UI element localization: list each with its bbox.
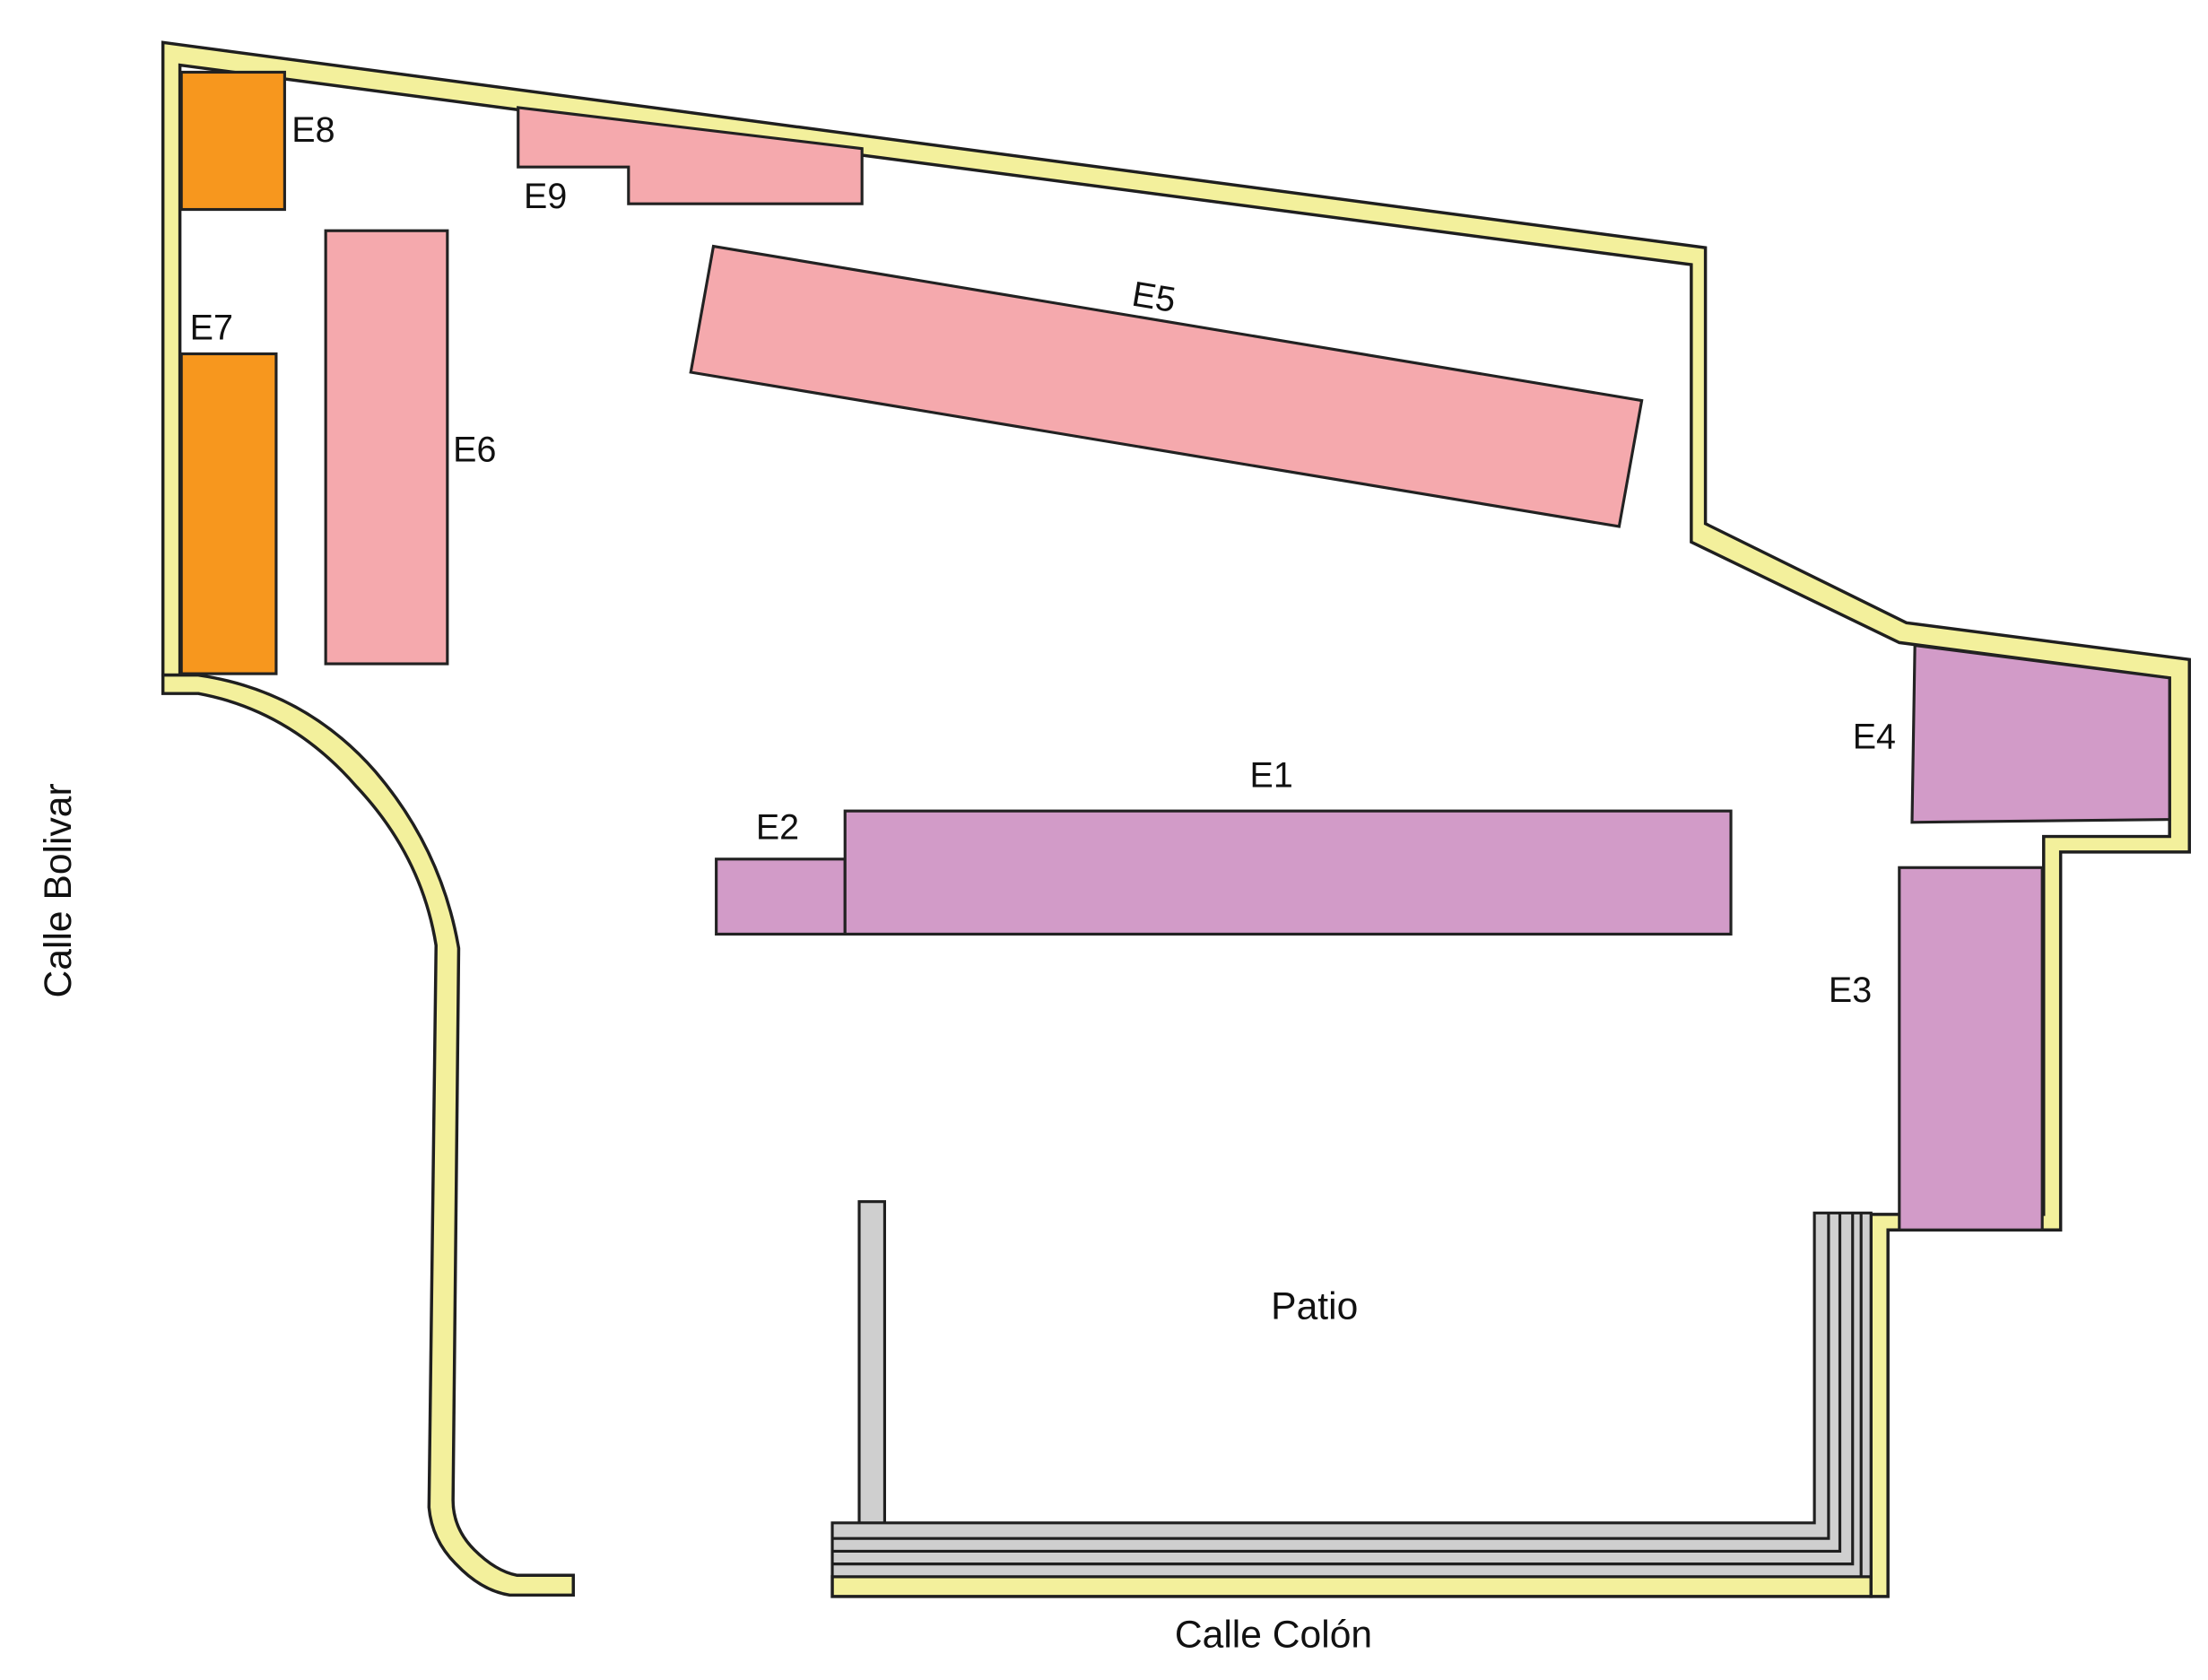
label-calle-colon: Calle Colón [1175, 1614, 1372, 1657]
label-calle-bolivar: Calle Bolivar [37, 783, 80, 997]
label-e9: E9 [524, 177, 567, 216]
perimeter-wall-south [830, 1575, 1873, 1598]
walkway-vertical [857, 1200, 886, 1527]
walkway-lane-1 [832, 1213, 1830, 1540]
label-e1: E1 [1250, 755, 1293, 795]
label-e5: E5 [1129, 274, 1178, 320]
building-e3[interactable] [1898, 866, 2044, 1232]
label-e8: E8 [291, 110, 335, 150]
label-e3: E3 [1829, 971, 1872, 1010]
label-e7: E7 [190, 309, 233, 348]
building-e7[interactable] [179, 352, 278, 675]
label-e2: E2 [756, 808, 799, 848]
walkway-lane-outer [830, 1211, 1873, 1579]
label-e6: E6 [453, 430, 496, 469]
label-e4: E4 [1853, 718, 1896, 757]
walkway-lane-3 [832, 1213, 1855, 1566]
building-e4[interactable] [1910, 643, 2171, 824]
perimeter-wall-west-curve [161, 673, 576, 1597]
building-e1[interactable] [843, 809, 1733, 936]
building-e9[interactable] [517, 106, 864, 205]
building-e5[interactable] [689, 244, 1644, 528]
label-patio: Patio [1271, 1285, 1358, 1328]
walkway-lane-2 [832, 1213, 1842, 1553]
building-e8[interactable] [179, 70, 286, 212]
building-e2[interactable] [715, 857, 847, 936]
building-e6[interactable] [324, 229, 449, 666]
